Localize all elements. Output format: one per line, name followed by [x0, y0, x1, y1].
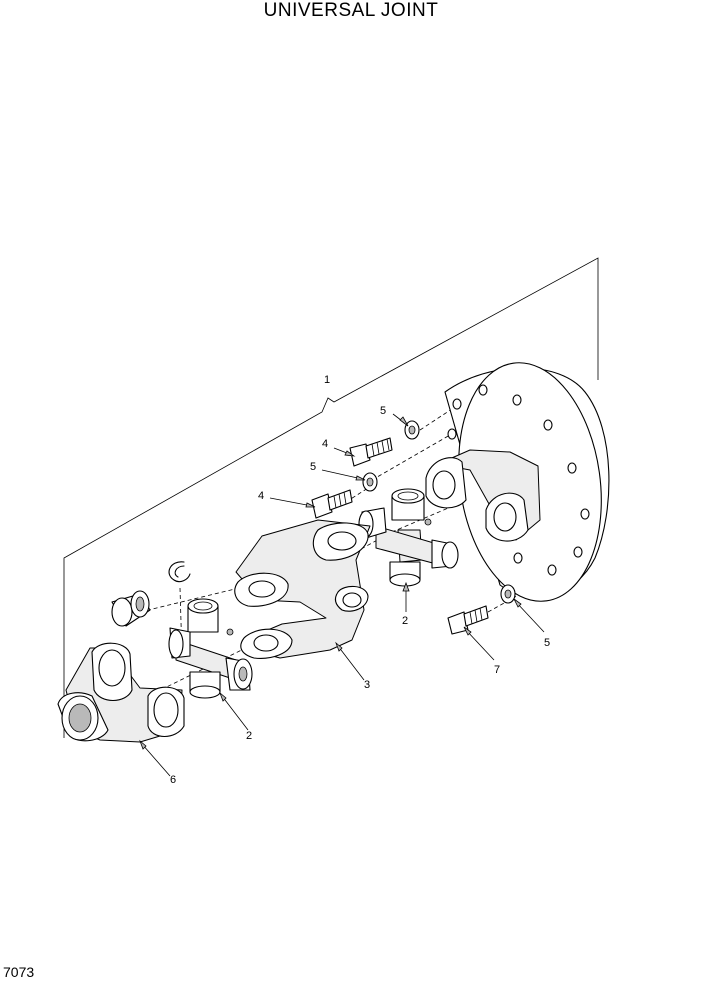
assembly-bracket — [63, 257, 599, 738]
drawing-code: 7073 — [3, 964, 35, 980]
callout-1: 1 — [324, 374, 330, 386]
page-title: UNIVERSAL JOINT — [263, 0, 439, 21]
callout-4-upper: 4 — [322, 438, 328, 450]
bearing-cup — [111, 590, 151, 627]
callout-5-upper: 5 — [380, 405, 386, 417]
flange-bolt — [447, 605, 489, 635]
washer-upper — [404, 420, 420, 440]
snap-ring — [168, 561, 191, 583]
callout-7: 7 — [494, 664, 500, 676]
callout-5-middle: 5 — [310, 461, 316, 473]
washer-middle — [362, 472, 378, 492]
callout-6: 6 — [170, 774, 176, 786]
leader-lines — [139, 413, 545, 777]
input-yoke — [57, 642, 185, 743]
bolt-upper — [349, 437, 393, 467]
flange-yoke — [425, 449, 541, 542]
center-yoke — [234, 519, 371, 659]
callout-5-right: 5 — [544, 637, 550, 649]
washer-right — [500, 584, 516, 604]
callout-3: 3 — [364, 679, 370, 691]
spider-left — [168, 598, 253, 699]
callout-2-right: 2 — [402, 615, 408, 627]
callout-4-lower: 4 — [258, 490, 264, 502]
callout-2-left: 2 — [246, 730, 252, 742]
bolt-lower — [311, 489, 353, 519]
